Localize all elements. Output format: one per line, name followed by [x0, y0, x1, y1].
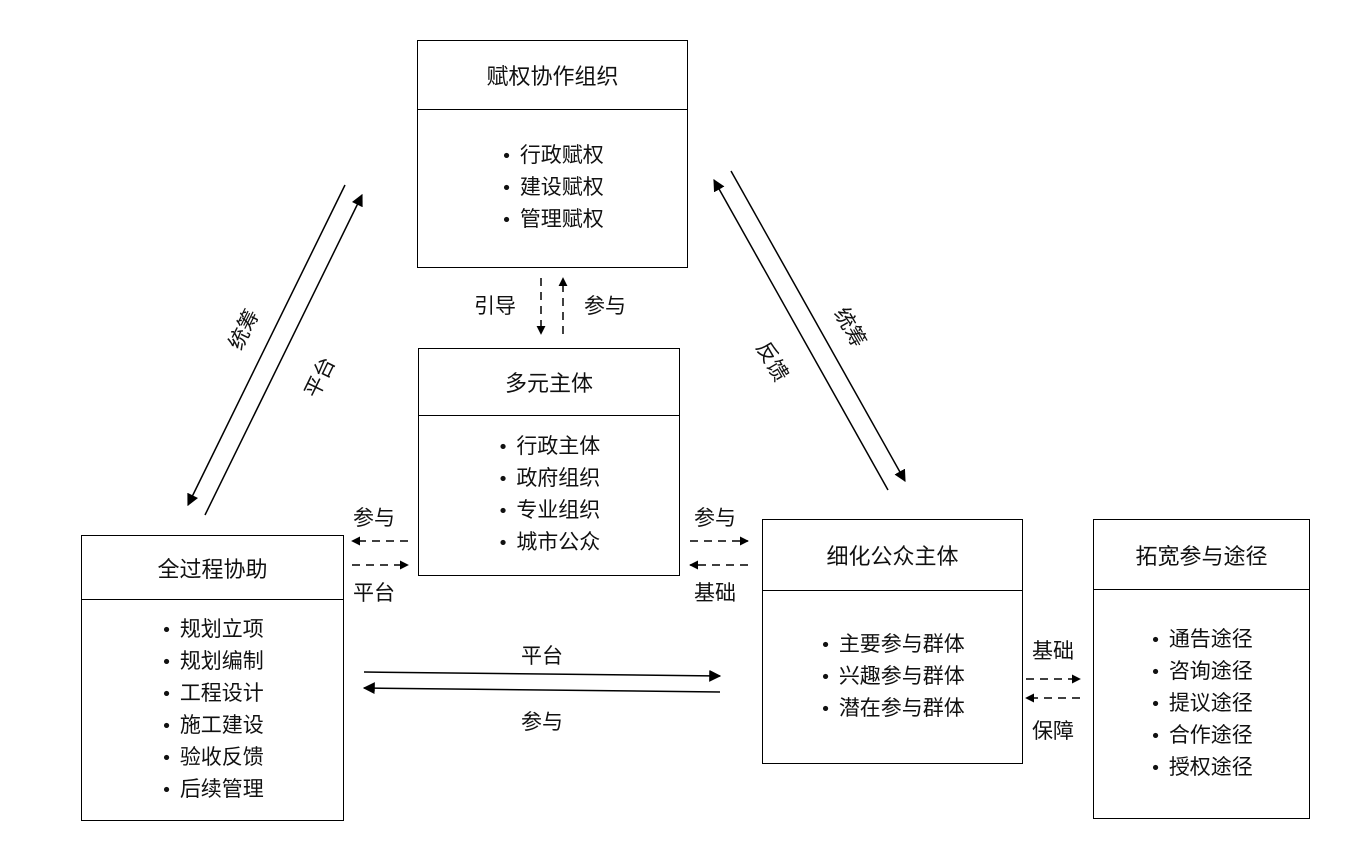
whole-process-list: 规划立项 规划编制 工程设计 施工建设 验收反馈 后续管理 [161, 614, 264, 806]
left-platform-arrow [204, 193, 363, 516]
whole-process-box: 全过程协助 规划立项 规划编制 工程设计 施工建设 验收反馈 后续管理 [81, 535, 344, 821]
list-item: 行政赋权 [501, 140, 604, 172]
public-subject-title: 细化公众主体 [763, 520, 1022, 591]
multi-subject-title: 多元主体 [419, 349, 679, 416]
guide-label: 引导 [474, 294, 516, 318]
far-right-guarantee-label: 保障 [1032, 719, 1074, 743]
list-item: 授权途径 [1150, 752, 1253, 784]
mid-left-participate-label: 参与 [353, 506, 395, 530]
list-item: 城市公众 [498, 527, 600, 559]
channels-title: 拓宽参与途径 [1094, 520, 1309, 590]
whole-process-title: 全过程协助 [82, 536, 343, 600]
channels-list: 通告途径 咨询途径 提议途径 合作途径 授权途径 [1150, 624, 1253, 784]
list-item: 规划编制 [161, 646, 264, 678]
bottom-platform-label: 平台 [521, 644, 563, 668]
list-item: 工程设计 [161, 678, 264, 710]
participate-top-label: 参与 [584, 294, 626, 318]
far-right-basis-label: 基础 [1032, 639, 1074, 663]
authorization-list: 行政赋权 建设赋权 管理赋权 [501, 140, 604, 236]
bottom-participate-arrow [362, 682, 721, 695]
authorization-title: 赋权协作组织 [418, 41, 687, 110]
bottom-participate-label: 参与 [521, 710, 563, 734]
mid-right-participate-label: 参与 [694, 506, 736, 530]
bottom-platform-arrow [363, 669, 722, 682]
list-item: 潜在参与群体 [820, 693, 965, 725]
list-item: 施工建设 [161, 710, 264, 742]
list-item: 行政主体 [498, 431, 600, 463]
list-item: 管理赋权 [501, 204, 604, 236]
list-item: 规划立项 [161, 614, 264, 646]
list-item: 建设赋权 [501, 172, 604, 204]
multi-subject-box: 多元主体 行政主体 政府组织 专业组织 城市公众 [418, 348, 680, 576]
left-coordinate-arrow [187, 184, 346, 507]
public-subject-box: 细化公众主体 主要参与群体 兴趣参与群体 潜在参与群体 [762, 519, 1023, 764]
list-item: 咨询途径 [1150, 656, 1253, 688]
list-item: 通告途径 [1150, 624, 1253, 656]
list-item: 兴趣参与群体 [820, 661, 965, 693]
right-coordinate-arrow [730, 170, 906, 483]
channels-box: 拓宽参与途径 通告途径 咨询途径 提议途径 合作途径 授权途径 [1093, 519, 1310, 819]
multi-subject-list: 行政主体 政府组织 专业组织 城市公众 [498, 431, 600, 559]
list-item: 主要参与群体 [820, 629, 965, 661]
public-subject-list: 主要参与群体 兴趣参与群体 潜在参与群体 [820, 629, 965, 725]
list-item: 后续管理 [161, 774, 264, 806]
mid-left-platform-label: 平台 [353, 581, 395, 605]
list-item: 合作途径 [1150, 720, 1253, 752]
list-item: 政府组织 [498, 463, 600, 495]
list-item: 验收反馈 [161, 742, 264, 774]
mid-right-basis-label: 基础 [694, 581, 736, 605]
right-feedback-arrow [713, 178, 889, 491]
authorization-box: 赋权协作组织 行政赋权 建设赋权 管理赋权 [417, 40, 688, 268]
list-item: 提议途径 [1150, 688, 1253, 720]
list-item: 专业组织 [498, 495, 600, 527]
